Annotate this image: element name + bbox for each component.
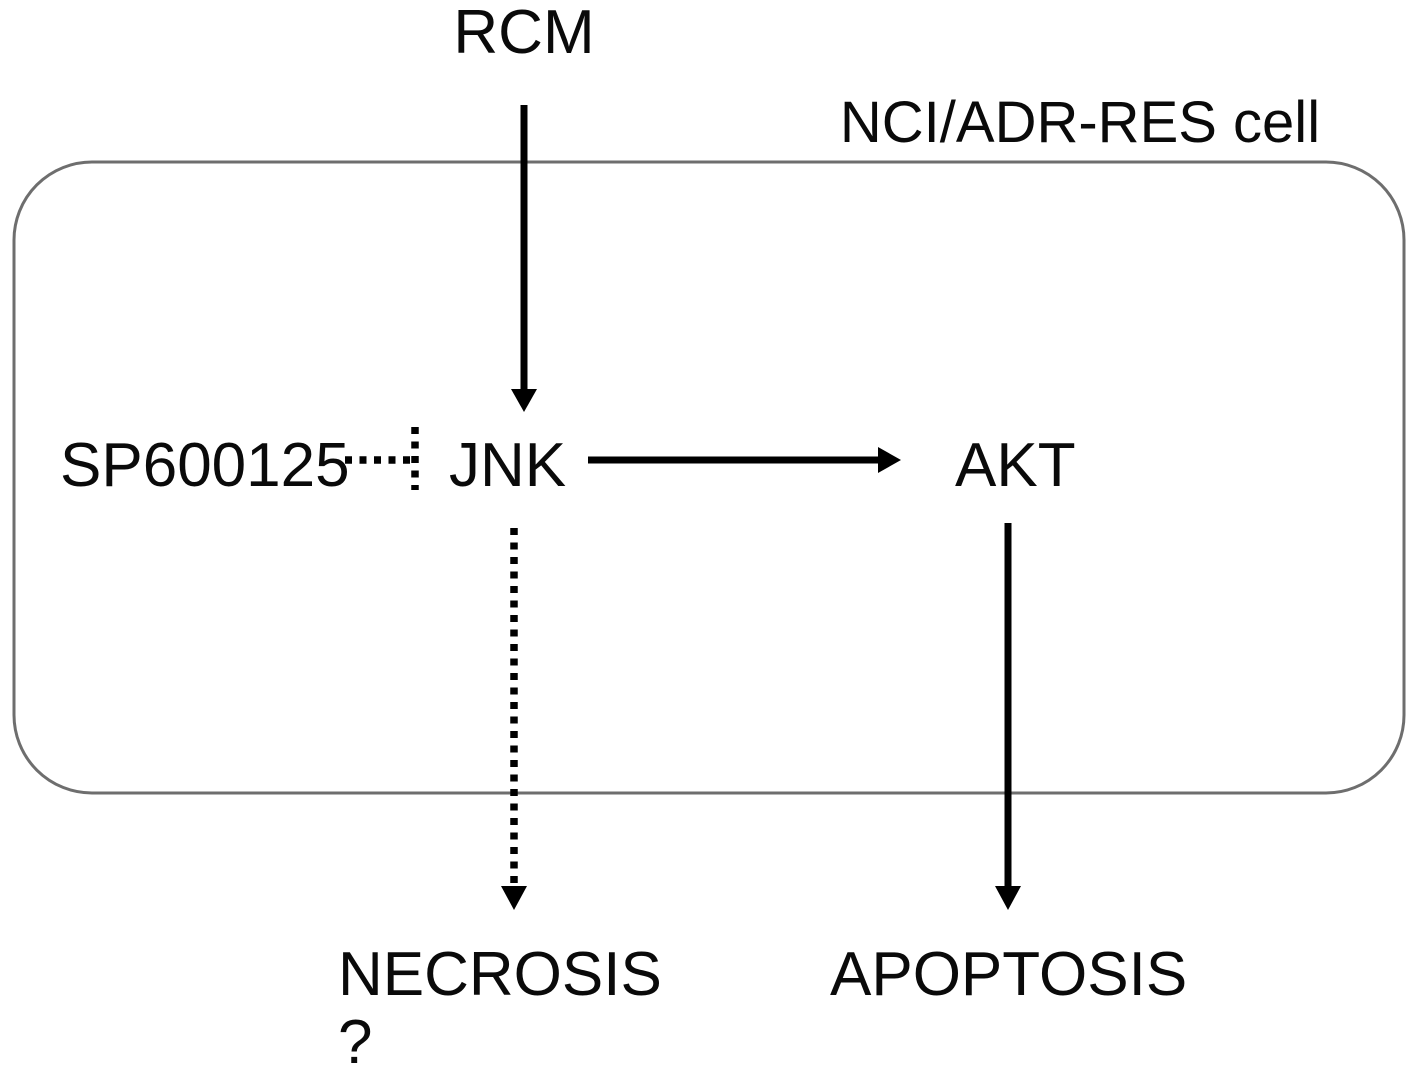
node-label-jnk: JNK	[449, 431, 566, 500]
edge-akt-to-apoptosis-arrowhead	[995, 886, 1021, 910]
edge-jnk-to-necrosis	[501, 528, 527, 910]
node-label-cell-name: NCI/ADR-RES cell	[840, 90, 1320, 155]
node-label-necrosis-question-mark: ?	[338, 1008, 372, 1072]
edge-akt-to-apoptosis	[995, 523, 1021, 910]
edge-rcm-to-jnk	[511, 105, 537, 412]
edge-sp600125-to-jnk	[345, 427, 419, 490]
cell-membrane-boundary	[12, 160, 1406, 795]
edge-rcm-to-jnk-arrowhead	[511, 389, 537, 412]
edge-jnk-to-akt-arrowhead	[878, 447, 901, 473]
node-label-necrosis: NECROSIS	[338, 940, 662, 1009]
node-label-rcm: RCM	[453, 0, 594, 67]
node-label-sp600125: SP600125	[60, 431, 350, 500]
node-label-akt: AKT	[955, 431, 1076, 500]
edge-jnk-to-necrosis-arrowhead	[501, 886, 527, 910]
edge-jnk-to-akt	[588, 447, 901, 473]
node-label-apoptosis: APOPTOSIS	[830, 940, 1187, 1009]
